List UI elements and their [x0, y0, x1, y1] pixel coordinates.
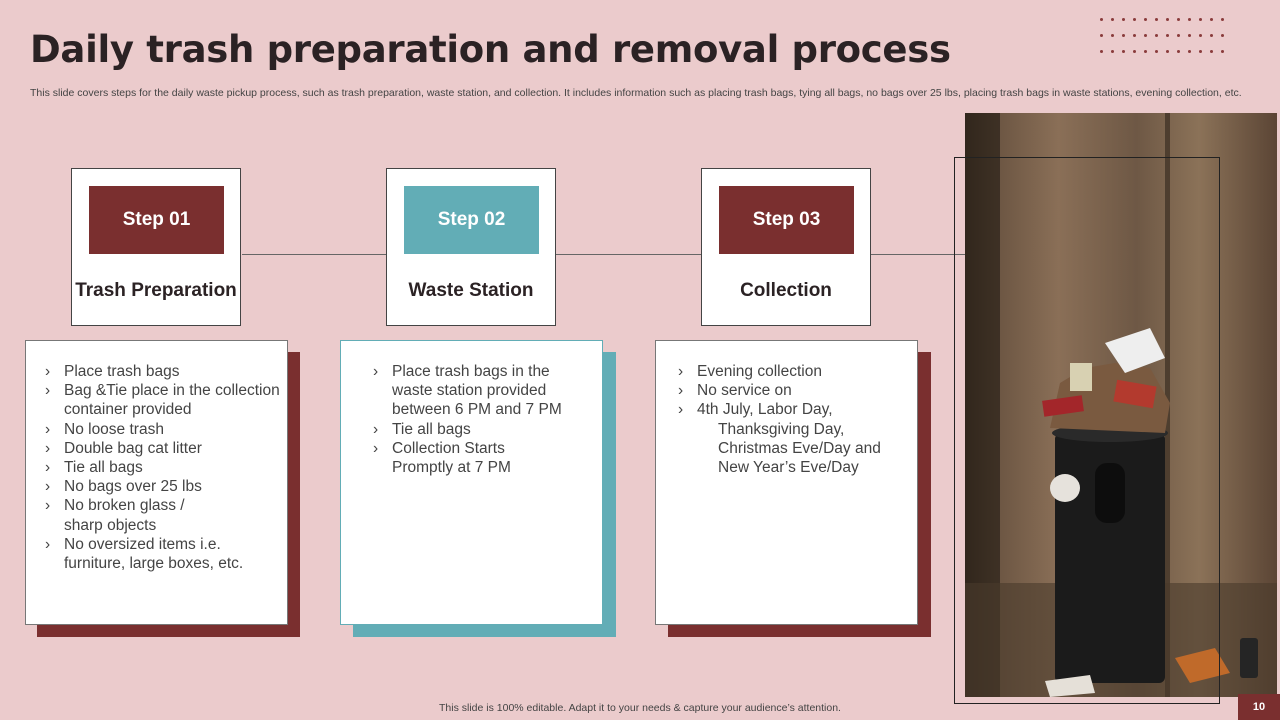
step-badge-2: Step 02 [404, 186, 539, 254]
slide-title: Daily trash preparation and removal proc… [30, 28, 951, 71]
timeline-connector-line [242, 254, 967, 255]
bullet-item: Tie all bags [373, 420, 583, 439]
bullet-item: Christmas Eve/Day and [718, 439, 881, 457]
bullet-item: No loose trash [45, 420, 280, 439]
step-badge-1: Step 01 [89, 186, 224, 254]
bullet-item: Place trash bags [45, 362, 280, 381]
bullet-item: Thanksgiving Day, [718, 420, 845, 438]
step-card-2: Step 02 Waste Station [386, 168, 556, 326]
bullet-item: Bag &Tie place in the collection contain… [45, 381, 280, 419]
overflowing-trash-can-photo [965, 113, 1277, 697]
step-badge-3: Step 03 [719, 186, 854, 254]
step-card-1: Step 01 Trash Preparation [71, 168, 241, 326]
decorative-dot-grid [1100, 18, 1240, 58]
trash-can-illustration [965, 113, 1277, 697]
page-number-badge: 10 [1238, 694, 1280, 720]
step-1-bullet-list: Place trash bags Bag &Tie place in the c… [45, 362, 280, 573]
photo-frame-outline [954, 157, 1220, 704]
step-2-bullet-list: Place trash bags in the waste station pr… [373, 362, 583, 477]
step-name-2: Waste Station [408, 280, 534, 301]
bullet-item: No bags over 25 lbs [45, 477, 280, 496]
bullet-item: No broken glass / sharp objects [45, 496, 204, 534]
bullet-item: Evening collection [678, 362, 913, 381]
bullet-item: Tie all bags [45, 458, 280, 477]
bullet-item: Double bag cat litter [45, 439, 280, 458]
step-card-3: Step 03 Collection [701, 168, 871, 326]
step-name-1: Trash Preparation [75, 280, 237, 301]
step-3-bullet-list: Evening collection No service on 4th Jul… [678, 362, 913, 477]
bullet-item: 4th July, Labor Day, [678, 400, 913, 419]
content-card-1: Place trash bags Bag &Tie place in the c… [25, 340, 288, 625]
bullet-item: No oversized items i.e. furniture, large… [45, 535, 280, 573]
content-card-3: Evening collection No service on 4th Jul… [655, 340, 918, 625]
bullet-item: Collection Starts Promptly at 7 PM [373, 439, 532, 477]
content-card-2: Place trash bags in the waste station pr… [340, 340, 603, 625]
slide-subtitle: This slide covers steps for the daily wa… [30, 87, 1242, 99]
bullet-item: No service on [678, 381, 913, 400]
bullet-item: Place trash bags in the waste station pr… [373, 362, 583, 420]
step-name-3: Collection [740, 280, 832, 301]
bullet-item: New Year’s Eve/Day [718, 459, 859, 477]
footer-note: This slide is 100% editable. Adapt it to… [439, 702, 841, 714]
